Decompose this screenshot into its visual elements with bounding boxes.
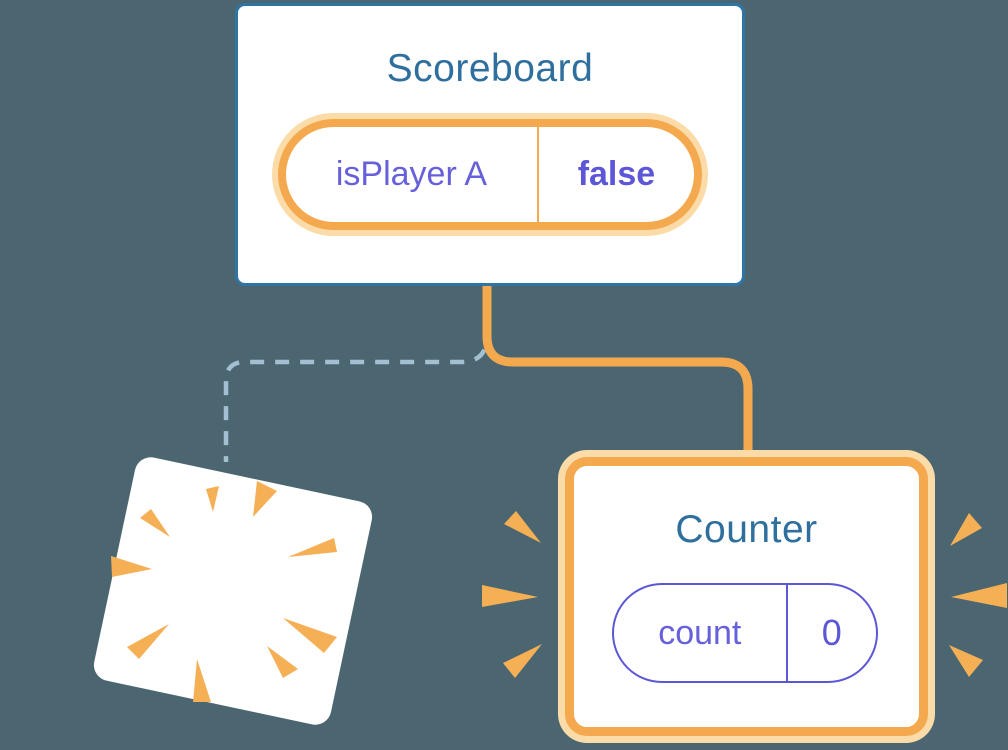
state-label-cell: isPlayer A — [286, 127, 537, 222]
scoreboard-state-pill: isPlayer A false — [278, 119, 702, 230]
state-value-cell: false — [539, 127, 694, 222]
counter-state-pill: count 0 — [612, 583, 878, 683]
state-label-cell: count — [614, 585, 786, 681]
emphasis-marks-icon — [482, 511, 1007, 678]
counter-component-box: Counter count 0 — [565, 457, 928, 736]
state-label: isPlayer A — [335, 155, 488, 193]
scoreboard-title: Scoreboard — [386, 47, 594, 90]
counter-title: Counter — [675, 508, 818, 551]
state-value: 0 — [821, 612, 842, 653]
state-value-cell: 0 — [788, 585, 876, 681]
dashed-connector-line — [223, 300, 490, 462]
scoreboard-component-box: Scoreboard isPlayer A false — [235, 3, 745, 286]
destroyed-card — [93, 457, 373, 725]
state-label: count — [658, 613, 742, 652]
pill-divider — [785, 585, 788, 681]
burst-icon — [111, 481, 337, 702]
state-value: false — [577, 155, 656, 193]
pill-divider — [536, 127, 539, 222]
orange-connector-line — [482, 284, 753, 454]
destroyed-card-body — [93, 457, 373, 725]
